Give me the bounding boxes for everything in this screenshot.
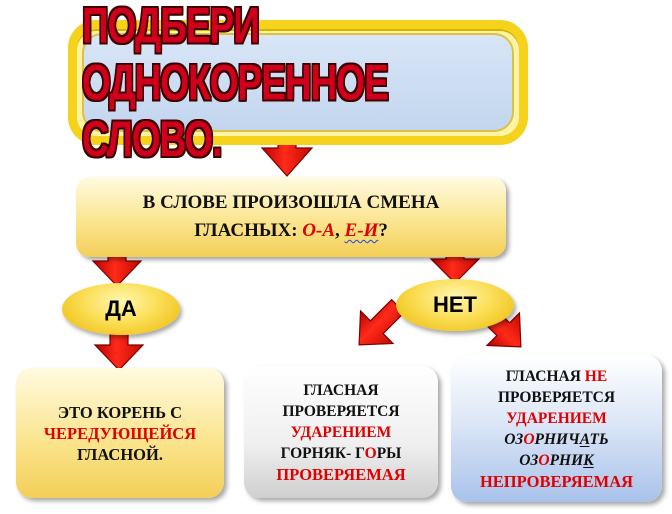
- example-part-c: РЫ: [376, 444, 402, 462]
- alternating-vowel-box: ЭТО КОРЕНЬ С ЧЕРЕДУЮЩЕЙСЯ ГЛАСНОЙ.: [16, 368, 224, 498]
- question-line-2: ГЛАСНЫХ: О-А, Е-И?: [194, 217, 388, 245]
- middle-box-line-2: ПРОВЕРЯЕТСЯ: [282, 402, 400, 420]
- question-box: В СЛОВЕ ПРОИЗОШЛА СМЕНА ГЛАСНЫХ: О-А, Е-…: [76, 177, 506, 257]
- left-box-line-2: ЧЕРЕДУЮЩЕЙСЯ: [43, 423, 197, 443]
- right-box-line-6: НЕПРОВЕРЯЕМАЯ: [479, 471, 634, 491]
- right-box-line-3: УДАРЕНИЕМ: [506, 409, 607, 427]
- ex1-e: ТЬ: [589, 430, 609, 448]
- ex1-c: РНИЧ: [534, 430, 580, 448]
- checkable-vowel-box: ГЛАСНАЯ ПРОВЕРЯЕТСЯ УДАРЕНИЕМ ГОРНЯК- ГО…: [244, 366, 438, 498]
- right-box-line-1: ГЛАСНАЯ НЕ: [506, 366, 607, 387]
- left-box-line-1: ЭТО КОРЕНЬ С: [57, 402, 183, 422]
- question-comma: ,: [335, 220, 345, 241]
- yes-oval: ДА: [62, 283, 180, 335]
- right-box-not: НЕ: [584, 367, 608, 385]
- middle-box-example: ГОРНЯК- ГОРЫ: [281, 443, 402, 464]
- ex2-b: О: [538, 451, 550, 469]
- ex1-d: А: [579, 430, 590, 448]
- middle-box-line-3: УДАРЕНИЕМ: [290, 423, 392, 441]
- right-box-example-1: ОЗОРНИЧАТЬ: [504, 429, 609, 450]
- title-panel: [82, 33, 514, 132]
- question-mark: ?: [378, 220, 388, 241]
- no-oval: НЕТ: [396, 279, 514, 331]
- ex2-c: РНИ: [549, 451, 584, 469]
- middle-box-line-1: ГЛАСНАЯ: [303, 381, 379, 399]
- right-box-line-2: ПРОВЕРЯЕТСЯ: [497, 388, 616, 406]
- left-box-line-3: ГЛАСНОЙ.: [77, 444, 163, 464]
- diagram-title: ПОДБЕРИ ОДНОКОРЕННОЕ СЛОВО.: [82, 0, 389, 167]
- vowel-pair-e-i: Е-И: [344, 220, 379, 241]
- ex2-a: ОЗ: [519, 451, 539, 469]
- ex2-d: К: [583, 451, 594, 469]
- question-line-1: В СЛОВЕ ПРОИЗОШЛА СМЕНА: [142, 192, 440, 213]
- example-part-a: ГОРНЯК- Г: [280, 444, 365, 462]
- middle-box-line-5: ПРОВЕРЯЕМАЯ: [276, 464, 406, 484]
- example-stressed-vowel: О: [364, 444, 377, 462]
- ex1-a: ОЗ: [504, 430, 524, 448]
- ex1-b: О: [523, 430, 535, 448]
- uncheckable-vowel-box: ГЛАСНАЯ НЕ ПРОВЕРЯЕТСЯ УДАРЕНИЕМ ОЗОРНИЧ…: [451, 355, 662, 502]
- question-prefix: ГЛАСНЫХ:: [194, 220, 303, 241]
- vowel-pair-o-a: О-А: [302, 220, 336, 241]
- right-box-example-2: ОЗОРНИК: [519, 450, 593, 471]
- right-box-line-1-a: ГЛАСНАЯ: [505, 367, 585, 385]
